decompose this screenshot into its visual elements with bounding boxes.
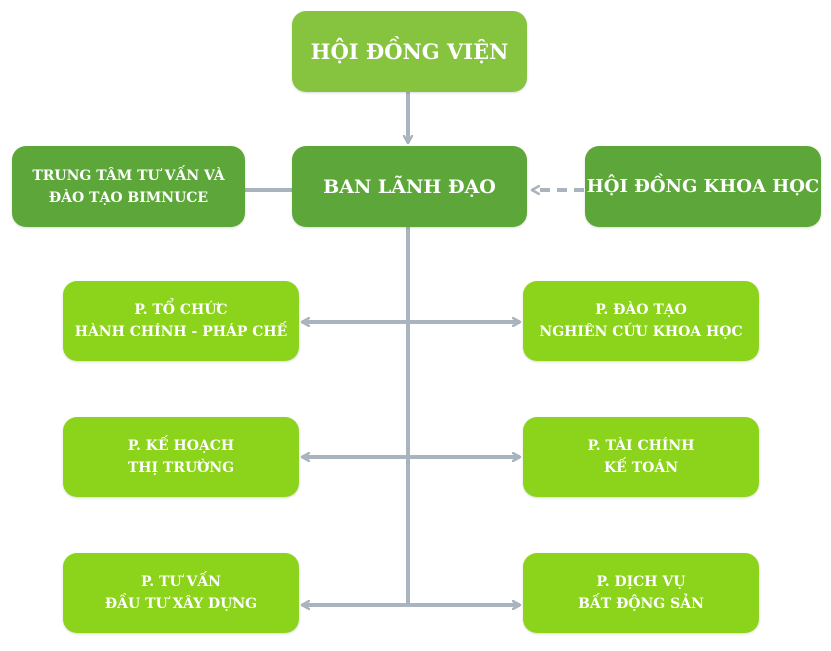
node-label: P. TỔ CHỨC HÀNH CHÍNH - PHÁP CHẾ: [74, 302, 288, 340]
node-p-dao-tao: P. ĐÀO TẠO NGHIÊN CỨU KHOA HỌC: [523, 281, 759, 361]
node-label: P. ĐÀO TẠO NGHIÊN CỨU KHOA HỌC: [539, 302, 743, 340]
node-label: P. TƯ VẤN ĐẦU TƯ XÂY DỰNG: [104, 574, 258, 612]
node-label: P. TÀI CHÍNH KẾ TOÁN: [587, 438, 695, 476]
node-p-tu-van: P. TƯ VẤN ĐẦU TƯ XÂY DỰNG: [63, 553, 299, 633]
node-label: TRUNG TÂM TƯ VẤN VÀ ĐÀO TẠO BIMNUCE: [32, 167, 225, 206]
node-p-ke-hoach: P. KẾ HOẠCH THỊ TRƯỜNG: [63, 417, 299, 497]
node-label: P. KẾ HOẠCH THỊ TRƯỜNG: [127, 438, 235, 476]
node-label: HỘI ĐỒNG VIỆN: [310, 39, 509, 64]
node-p-tai-chinh: P. TÀI CHÍNH KẾ TOÁN: [523, 417, 759, 497]
node-p-dich-vu: P. DỊCH VỤ BẤT ĐỘNG SẢN: [523, 553, 759, 633]
node-label: BAN LÃNH ĐẠO: [323, 175, 496, 198]
node-hoi-dong-vien: HỘI ĐỒNG VIỆN: [292, 11, 527, 92]
node-ban-lanh-dao: BAN LÃNH ĐẠO: [292, 146, 527, 227]
node-label: HỘI ĐỒNG KHOA HỌC: [586, 176, 820, 197]
node-hoi-dong-khoa-hoc: HỘI ĐỒNG KHOA HỌC: [585, 146, 821, 227]
node-p-to-chuc: P. TỔ CHỨC HÀNH CHÍNH - PHÁP CHẾ: [63, 281, 299, 361]
node-trung-tam-bimnuce: TRUNG TÂM TƯ VẤN VÀ ĐÀO TẠO BIMNUCE: [12, 146, 245, 227]
node-label: P. DỊCH VỤ BẤT ĐỘNG SẢN: [578, 574, 704, 612]
